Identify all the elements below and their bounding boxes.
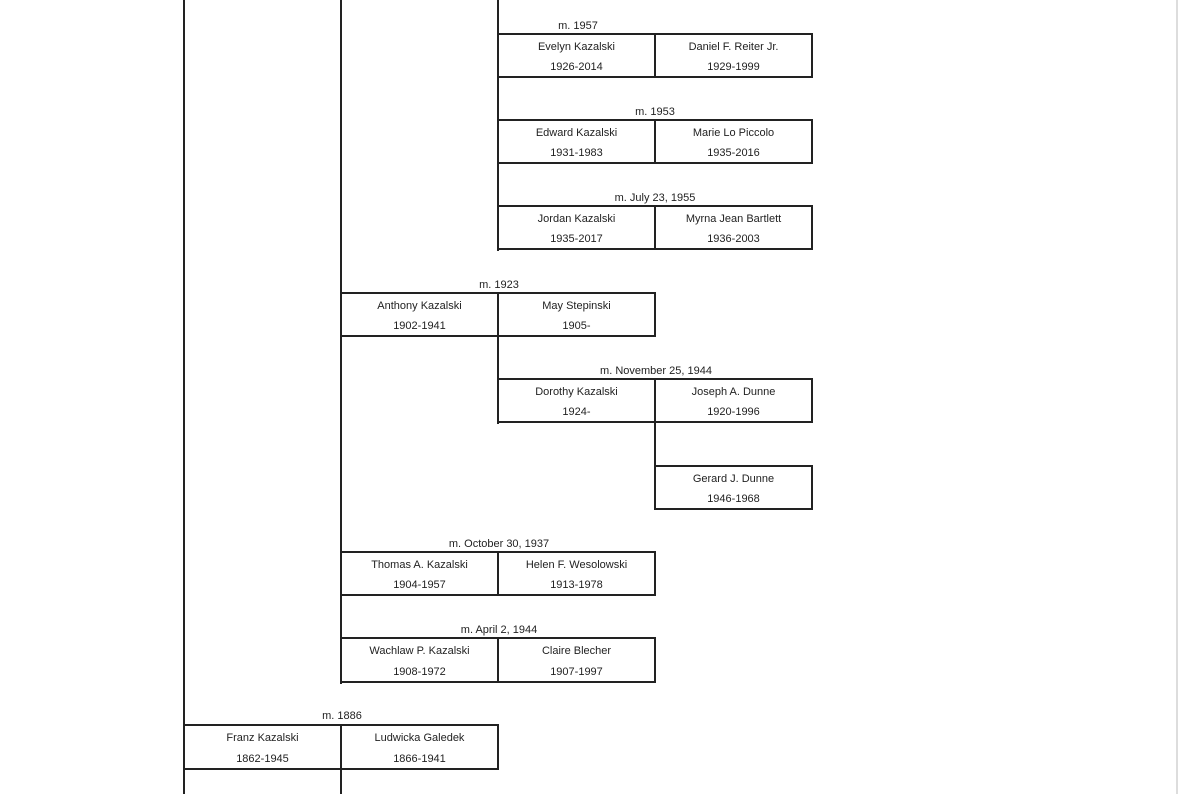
person-cell[interactable]: May Stepinski 1905- [497, 294, 654, 335]
marriage-label: m. 1923 [479, 279, 519, 291]
person-dates: 1920-1996 [707, 406, 760, 418]
person-cell[interactable]: Evelyn Kazalski 1926-2014 [499, 35, 654, 76]
person-dates: 1931-1983 [550, 147, 603, 159]
person-name: Helen F. Wesolowski [525, 559, 628, 571]
marriage-label: m. July 23, 1955 [614, 192, 696, 204]
person-name: Myrna Jean Bartlett [685, 213, 782, 225]
marriage-label: m. 1953 [635, 106, 675, 118]
person-name: Franz Kazalski [226, 732, 299, 744]
person-dates: 1926-2014 [550, 61, 603, 73]
couple-box[interactable]: Franz Kazalski 1862-1945 Ludwicka Galede… [183, 724, 499, 770]
couple-box[interactable]: Thomas A. Kazalski 1904-1957 Helen F. We… [340, 551, 656, 596]
person-name: Gerard J. Dunne [692, 473, 775, 485]
tree-connector-line [340, 0, 342, 684]
couple-box[interactable]: Dorothy Kazalski 1924- Joseph A. Dunne 1… [497, 378, 813, 423]
person-cell[interactable]: Gerard J. Dunne 1946-1968 [656, 467, 811, 508]
tree-connector-line [654, 422, 656, 466]
person-cell[interactable]: Ludwicka Galedek 1866-1941 [340, 726, 497, 768]
person-dates: 1924- [562, 406, 591, 418]
marriage-label: m. April 2, 1944 [460, 624, 538, 636]
person-cell[interactable]: Jordan Kazalski 1935-2017 [499, 207, 654, 248]
person-dates: 1946-1968 [707, 493, 760, 505]
person-dates: 1866-1941 [393, 753, 446, 765]
person-dates: 1913-1978 [550, 579, 603, 591]
person-cell[interactable]: Thomas A. Kazalski 1904-1957 [342, 553, 497, 594]
person-name: Joseph A. Dunne [691, 386, 776, 398]
marriage-label: m. October 30, 1937 [448, 538, 550, 550]
person-cell[interactable]: Franz Kazalski 1862-1945 [185, 726, 340, 768]
person-cell[interactable]: Daniel F. Reiter Jr. 1929-1999 [654, 35, 811, 76]
person-dates: 1862-1945 [236, 753, 289, 765]
person-dates: 1929-1999 [707, 61, 760, 73]
person-cell[interactable]: Claire Blecher 1907-1997 [497, 639, 654, 681]
couple-box[interactable]: Wachlaw P. Kazalski 1908-1972 Claire Ble… [340, 637, 656, 683]
person-dates: 1904-1957 [393, 579, 446, 591]
person-dates: 1935-2016 [707, 147, 760, 159]
marriage-label: m. 1886 [322, 710, 362, 722]
person-name: Marie Lo Piccolo [692, 127, 775, 139]
person-cell[interactable]: Helen F. Wesolowski 1913-1978 [497, 553, 654, 594]
tree-connector-line [183, 0, 185, 794]
person-name: May Stepinski [542, 300, 611, 312]
person-dates: 1907-1997 [550, 666, 603, 678]
person-name: Thomas A. Kazalski [371, 559, 468, 571]
person-dates: 1905- [562, 320, 591, 332]
person-name: Evelyn Kazalski [537, 41, 616, 53]
couple-box[interactable]: Edward Kazalski 1931-1983 Marie Lo Picco… [497, 119, 813, 164]
person-name: Jordan Kazalski [537, 213, 616, 225]
person-name: Daniel F. Reiter Jr. [688, 41, 779, 53]
person-cell[interactable]: Wachlaw P. Kazalski 1908-1972 [342, 639, 497, 681]
person-cell[interactable]: Dorothy Kazalski 1924- [499, 380, 654, 421]
person-name: Edward Kazalski [535, 127, 618, 139]
person-name: Claire Blecher [541, 645, 612, 657]
person-name: Ludwicka Galedek [374, 732, 465, 744]
couple-box[interactable]: Evelyn Kazalski 1926-2014 Daniel F. Reit… [497, 33, 813, 78]
marriage-label: m. 1957 [558, 20, 598, 32]
person-dates: 1902-1941 [393, 320, 446, 332]
person-cell[interactable]: Anthony Kazalski 1902-1941 [342, 294, 497, 335]
person-name: Dorothy Kazalski [535, 386, 618, 398]
couple-box[interactable]: Jordan Kazalski 1935-2017 Myrna Jean Bar… [497, 205, 813, 250]
person-cell[interactable]: Marie Lo Piccolo 1935-2016 [654, 121, 811, 162]
tree-connector-line [340, 768, 342, 794]
person-name: Anthony Kazalski [377, 300, 462, 312]
person-cell[interactable]: Edward Kazalski 1931-1983 [499, 121, 654, 162]
couple-box[interactable]: Anthony Kazalski 1902-1941 May Stepinski… [340, 292, 656, 337]
person-box[interactable]: Gerard J. Dunne 1946-1968 [654, 465, 813, 510]
page-edge [1176, 0, 1178, 794]
person-cell[interactable]: Joseph A. Dunne 1920-1996 [654, 380, 811, 421]
person-name: Wachlaw P. Kazalski [369, 645, 470, 657]
person-dates: 1908-1972 [393, 666, 446, 678]
person-dates: 1935-2017 [550, 233, 603, 245]
person-dates: 1936-2003 [707, 233, 760, 245]
person-cell[interactable]: Myrna Jean Bartlett 1936-2003 [654, 207, 811, 248]
marriage-label: m. November 25, 1944 [600, 365, 712, 377]
